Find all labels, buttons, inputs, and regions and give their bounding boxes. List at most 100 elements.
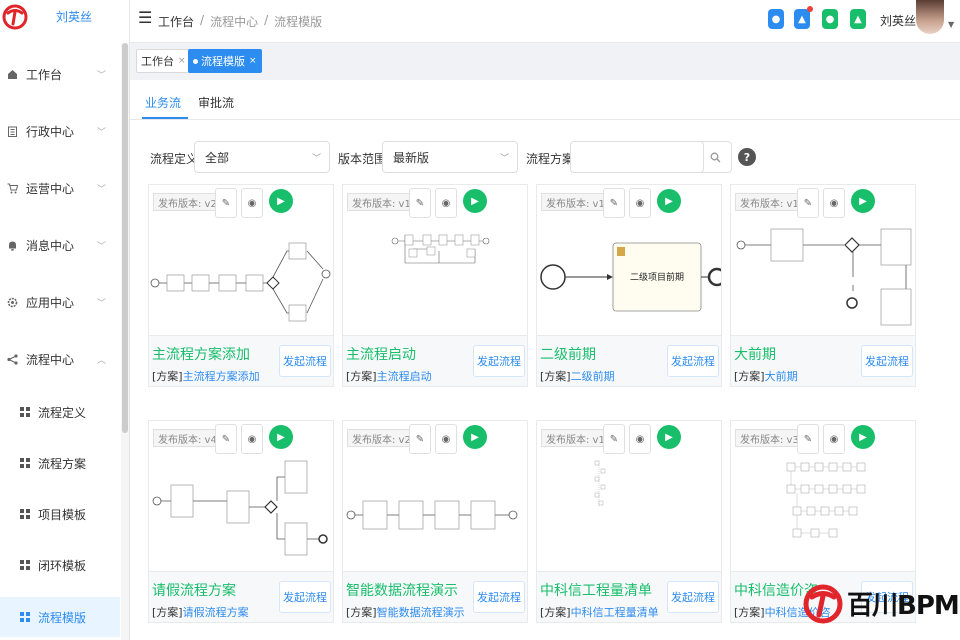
process-diagram[interactable]: [343, 219, 528, 335]
run-button[interactable]: ▶: [851, 425, 875, 449]
process-diagram[interactable]: [731, 455, 916, 571]
breadcrumb-item[interactable]: 流程中心: [210, 15, 259, 29]
filter-definition-label: 流程定义: [150, 152, 199, 166]
process-diagram[interactable]: [343, 455, 528, 571]
scheme-name: 主流程方案添加: [182, 370, 260, 383]
launch-process-button[interactable]: 发起流程: [473, 345, 525, 377]
breadcrumb-separator: /: [264, 13, 269, 27]
process-card: 发布版本: v1 ✎ ◉ ▶ 二级项目前期 二级前期 [方案]二级前期 发起流程: [536, 184, 722, 387]
edit-button[interactable]: ✎: [797, 424, 819, 454]
process-diagram[interactable]: [731, 219, 916, 335]
sidebar-user-name: 刘英丝: [56, 10, 93, 24]
sidebar-subitem-process-definition[interactable]: 流程定义: [0, 400, 120, 424]
scheme-prefix: [方案]: [152, 370, 183, 383]
definition-select-value: 全部: [205, 150, 230, 165]
sidebar-subitem-project-template[interactable]: 项目模板: [0, 502, 120, 526]
edit-button[interactable]: ✎: [603, 424, 625, 454]
definition-select[interactable]: 全部 ﹀: [194, 141, 330, 173]
launch-process-button[interactable]: 发起流程: [473, 581, 525, 613]
sidebar-subitem-process-template[interactable]: 流程模版: [0, 597, 120, 637]
play-icon: ▶: [471, 431, 479, 443]
help-icon[interactable]: ?: [738, 148, 756, 166]
card-title[interactable]: 请假流程方案: [152, 583, 236, 599]
sidebar-subitem-loop-template[interactable]: 闭环模板: [0, 553, 120, 577]
view-button[interactable]: ◉: [435, 188, 457, 218]
view-button[interactable]: ◉: [823, 188, 845, 218]
edit-button[interactable]: ✎: [797, 188, 819, 218]
sidebar-item-label: 应用中心: [26, 295, 75, 310]
version-select[interactable]: 最新版 ﹀: [382, 141, 518, 173]
card-title[interactable]: 智能数据流程演示: [346, 583, 458, 599]
process-diagram[interactable]: [537, 455, 722, 571]
scheme-prefix: [方案]: [346, 606, 377, 619]
bell-icon: [6, 239, 18, 251]
launch-process-button[interactable]: 发起流程: [667, 345, 719, 377]
launch-process-button[interactable]: 发起流程: [861, 345, 913, 377]
page-tab-process-template[interactable]: 流程模版 ×: [188, 49, 262, 73]
chevron-down-icon: ﹀: [96, 298, 106, 309]
process-diagram[interactable]: 二级项目前期: [537, 219, 722, 335]
card-title[interactable]: 中科信造价咨: [734, 583, 818, 599]
avatar[interactable]: [916, 0, 944, 34]
notification-bell-icon[interactable]: ▲: [794, 6, 813, 29]
launch-process-button[interactable]: 发起流程: [861, 581, 913, 613]
process-diagram[interactable]: [149, 455, 334, 571]
run-button[interactable]: ▶: [269, 189, 293, 213]
card-title[interactable]: 主流程方案添加: [152, 347, 250, 363]
sidebar-subitem-process-scheme[interactable]: 流程方案: [0, 451, 120, 475]
sidebar-item-messages[interactable]: 消息中心 ﹀: [0, 235, 120, 255]
launch-process-button[interactable]: 发起流程: [667, 581, 719, 613]
eye-icon: ◉: [441, 433, 451, 445]
run-button[interactable]: ▶: [657, 425, 681, 449]
card-title[interactable]: 主流程启动: [346, 347, 416, 363]
sidebar-scrollbar[interactable]: [121, 43, 129, 640]
view-button[interactable]: ◉: [629, 424, 651, 454]
view-button[interactable]: ◉: [241, 188, 263, 218]
process-card: 发布版本: v2 ✎ ◉ ▶ 主流程方案添加 [方案]主流程方案添加 发起流程: [148, 184, 334, 387]
card-title[interactable]: 中科信工程量清单: [540, 583, 652, 599]
run-button[interactable]: ▶: [269, 425, 293, 449]
process-card: 发布版本: v1 ✎ ◉ ▶ 主流程启动 [方案]主流程启动 发起流程: [342, 184, 528, 387]
launch-process-button[interactable]: 发起流程: [279, 581, 331, 613]
tab-approval-flow[interactable]: 审批流: [198, 96, 235, 110]
view-button[interactable]: ◉: [435, 424, 457, 454]
caret-down-icon[interactable]: ▼: [948, 20, 955, 29]
scrollbar-thumb[interactable]: [122, 43, 128, 433]
edit-button[interactable]: ✎: [409, 188, 431, 218]
view-button[interactable]: ◉: [823, 424, 845, 454]
sidebar-item-apps[interactable]: 应用中心 ﹀: [0, 292, 120, 312]
run-button[interactable]: ▶: [657, 189, 681, 213]
edit-button[interactable]: ✎: [409, 424, 431, 454]
sidebar-item-admin[interactable]: 行政中心 ﹀: [0, 121, 120, 141]
edit-button[interactable]: ✎: [603, 188, 625, 218]
view-button[interactable]: ◉: [241, 424, 263, 454]
process-card: 发布版本: v1 ✎ ◉ ▶ 中科信工程量清单 [方案]中科信工程量清单 发起流…: [536, 420, 722, 623]
process-diagram[interactable]: [149, 219, 334, 335]
tab-business-flow[interactable]: 业务流: [145, 96, 182, 110]
close-icon[interactable]: ×: [249, 56, 257, 66]
menu-icon[interactable]: ☰: [138, 8, 153, 27]
page-tab-workbench[interactable]: 工作台 ×: [136, 49, 191, 73]
sidebar-item-process-center[interactable]: 流程中心 ︿: [0, 349, 120, 369]
scheme-search-input[interactable]: [570, 141, 704, 173]
search-button[interactable]: [700, 141, 732, 173]
edit-button[interactable]: ✎: [215, 424, 237, 454]
card-title[interactable]: 大前期: [734, 347, 776, 363]
sidebar-item-operations[interactable]: 运营中心 ﹀: [0, 178, 120, 198]
eye-icon: ◉: [247, 433, 257, 445]
lock-icon[interactable]: ▲: [850, 9, 866, 29]
view-button[interactable]: ◉: [629, 188, 651, 218]
run-button[interactable]: ▶: [851, 189, 875, 213]
close-icon[interactable]: ×: [178, 56, 186, 66]
chat-icon[interactable]: ●: [768, 9, 784, 29]
breadcrumb-item[interactable]: 工作台: [158, 15, 195, 29]
version-badge: 发布版本: v2: [347, 429, 416, 447]
run-button[interactable]: ▶: [463, 425, 487, 449]
card-title[interactable]: 二级前期: [540, 347, 596, 363]
task-icon[interactable]: ●: [822, 9, 838, 29]
header-user-name[interactable]: 刘英丝: [880, 14, 917, 28]
run-button[interactable]: ▶: [463, 189, 487, 213]
launch-process-button[interactable]: 发起流程: [279, 345, 331, 377]
sidebar-item-workbench[interactable]: 工作台 ﹀: [0, 64, 120, 84]
edit-button[interactable]: ✎: [215, 188, 237, 218]
